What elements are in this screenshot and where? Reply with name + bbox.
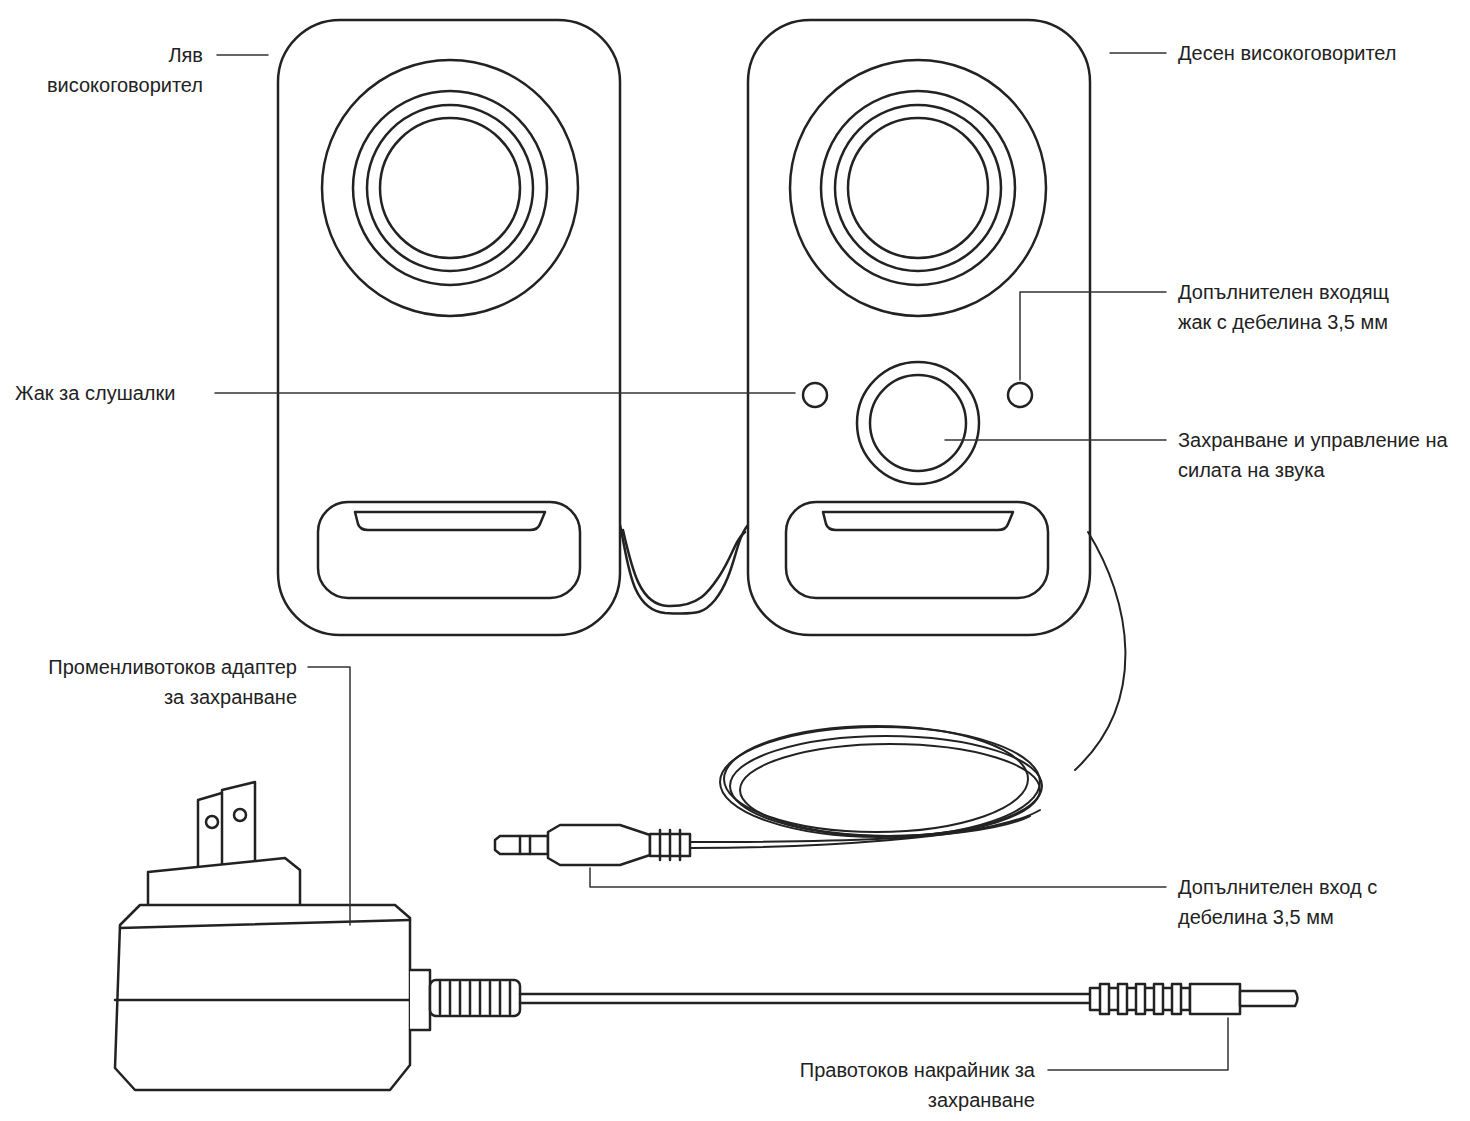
part-label: Ляв високоговорител (8, 40, 203, 100)
part-label: Допълнителен вход с дебелина 3,5 мм (1178, 872, 1383, 932)
part-label: Жак за слушалки (15, 378, 175, 408)
leader-lines (215, 53, 1228, 1070)
aux-plug (495, 825, 690, 865)
link-cable (620, 525, 748, 614)
adapter-threads (440, 982, 1181, 1014)
aux-cable (690, 532, 1125, 848)
part-label: Променливотоков адаптер за захранване (47, 652, 297, 712)
part-label: Допълнителен входящ жак с дебелина 3,5 м… (1178, 277, 1418, 337)
link-cable (623, 530, 745, 606)
left-speaker (278, 20, 620, 635)
right-speaker (748, 20, 1090, 635)
part-label: Десен високоговорител (1178, 38, 1397, 68)
part-label: Правотоков накрайник за захранване (790, 1055, 1035, 1115)
part-label: Захранване и управление на силата на зву… (1178, 425, 1453, 485)
power-adapter (115, 782, 1298, 1090)
